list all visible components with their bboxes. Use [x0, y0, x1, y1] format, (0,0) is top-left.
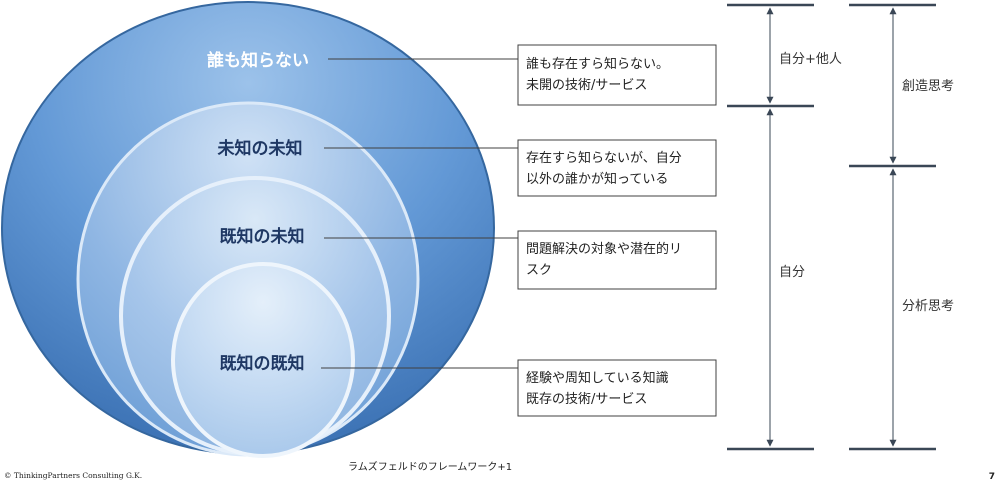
description-box-unknown-unknowns: 存在すら知らないが、自分 以外の誰かが知っている	[517, 139, 717, 197]
scale-self-upper-label: 自分+他人	[779, 52, 842, 67]
label-unknown-unknowns: 未知の未知	[217, 138, 303, 159]
description-known-unknowns-line2: スク	[526, 263, 552, 278]
description-boxes: 誰も存在すら知らない。 未開の技術/サービス 存在すら知らないが、自分 以外の誰…	[517, 44, 717, 417]
description-nobody-knows-line1: 誰も存在すら知らない。	[526, 56, 669, 72]
footer-caption: ラムズフェルドのフレームワーク+1	[348, 460, 512, 473]
label-known-knowns: 既知の既知	[220, 353, 305, 374]
label-nobody-knows: 誰も知らない	[207, 50, 309, 71]
description-unknown-unknowns-line1: 存在すら知らないが、自分	[526, 150, 682, 166]
circle-labels: 誰も知らない 未知の未知 既知の未知 既知の既知	[207, 50, 309, 374]
description-unknown-unknowns-line2: 以外の誰かが知っている	[526, 171, 668, 187]
description-box-known-unknowns: 問題解決の対象や潜在的リ スク	[517, 230, 717, 290]
description-known-knowns-line2: 既存の技術/サービス	[526, 392, 647, 407]
description-box-known-knowns: 経験や周知している知識 既存の技術/サービス	[517, 359, 717, 417]
circle-known-knowns	[171, 262, 355, 458]
knowledge-circles	[1, 1, 495, 458]
description-nobody-knows-line2: 未開の技術/サービス	[526, 78, 647, 93]
scale-self-others: 自分+他人 自分	[727, 3, 842, 451]
scale-thinking-upper-label: 創造思考	[902, 79, 954, 94]
scale-thinking: 創造思考 分析思考	[849, 3, 954, 451]
page-number: 7	[989, 472, 995, 481]
description-box-nobody-knows: 誰も存在すら知らない。 未開の技術/サービス	[517, 44, 717, 106]
footer: ラムズフェルドのフレームワーク+1 © ThinkingPartners Con…	[4, 460, 995, 481]
scale-thinking-lower-label: 分析思考	[902, 299, 954, 314]
copyright: © ThinkingPartners Consulting G.K.	[4, 471, 142, 480]
connector-lines	[321, 58, 518, 369]
scale-self-lower-label: 自分	[779, 265, 805, 280]
label-known-unknowns: 既知の未知	[220, 226, 305, 247]
description-known-unknowns-line1: 問題解決の対象や潜在的リ	[526, 241, 682, 257]
description-known-knowns-line1: 経験や周知している知識	[526, 370, 669, 386]
